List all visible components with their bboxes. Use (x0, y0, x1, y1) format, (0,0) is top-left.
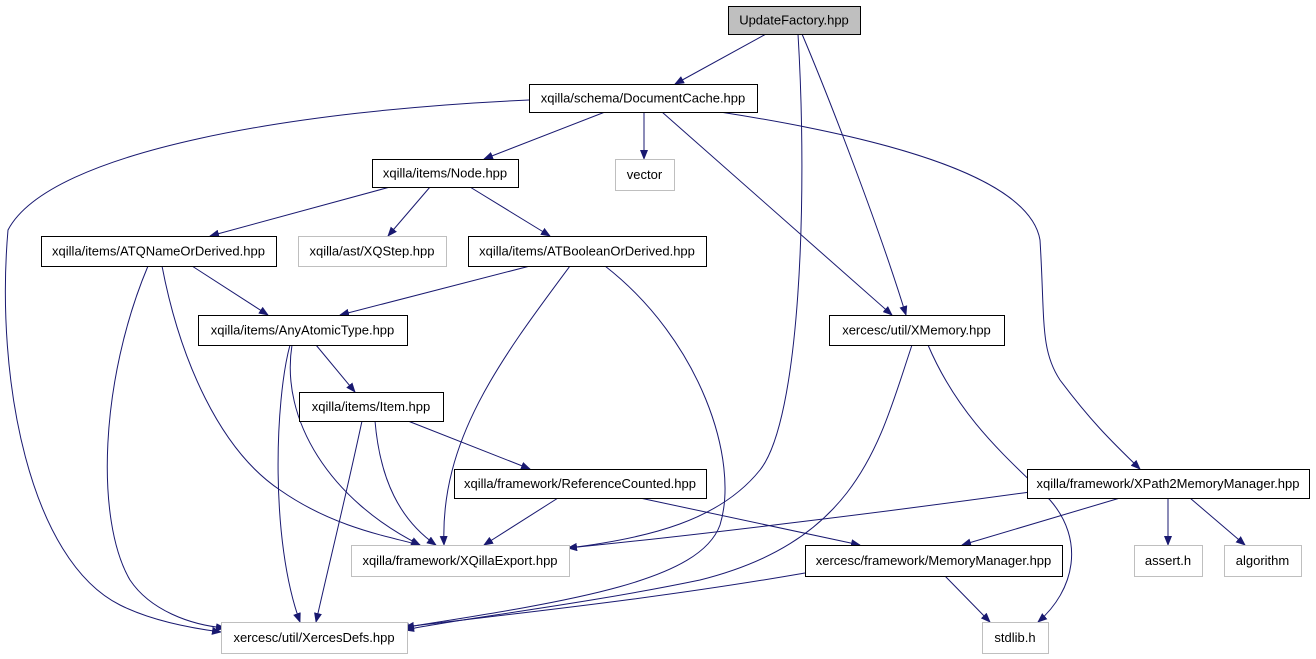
node-xqstep[interactable]: xqilla/ast/XQStep.hpp (298, 236, 447, 267)
node-label-refcount: xqilla/framework/ReferenceCounted.hpp (464, 476, 696, 491)
node-anyatomic[interactable]: xqilla/items/AnyAtomicType.hpp (198, 315, 408, 346)
edge-atbool-to-xqillaexport (439, 265, 571, 546)
edge-doccache-to-xmemory (661, 111, 893, 316)
node-label-root: UpdateFactory.hpp (739, 13, 849, 28)
node-doccache[interactable]: xqilla/schema/DocumentCache.hpp (529, 84, 758, 113)
edge-xpath2mm-to-memmgr (961, 497, 1121, 547)
node-label-xmemory: xercesc/util/XMemory.hpp (842, 323, 991, 338)
node-atbool[interactable]: xqilla/items/ATBooleanOrDerived.hpp (468, 236, 707, 267)
node-label-item: xqilla/items/Item.hpp (312, 399, 431, 414)
node-item[interactable]: xqilla/items/Item.hpp (299, 392, 444, 422)
node-box-xercesdefs (221, 622, 408, 654)
edge-atqname-to-xqillaexport (161, 265, 421, 547)
node-box-xqillaexport (351, 545, 570, 577)
edge-item-to-refcount (407, 420, 531, 470)
edge-node-to-atbool (469, 186, 551, 237)
node-stdlib[interactable]: stdlib.h (982, 622, 1049, 654)
edge-item-to-xercesdefs (314, 420, 363, 623)
edge-xpath2mm-to-xqillaexport (567, 491, 1031, 552)
edge-atbool-to-xercesdefs (399, 265, 726, 631)
node-label-vector: vector (627, 167, 663, 182)
edge-root-to-xqillaexport (567, 33, 803, 551)
node-node[interactable]: xqilla/items/Node.hpp (372, 159, 519, 188)
node-label-xercesdefs: xercesc/util/XercesDefs.hpp (233, 630, 394, 645)
node-box-memmgr (805, 545, 1063, 577)
node-box-stdlib (982, 622, 1049, 654)
edge-root-to-xmemory (801, 33, 908, 316)
node-box-refcount (454, 469, 707, 499)
node-box-asserth (1134, 545, 1203, 577)
node-label-algorithm: algorithm (1236, 553, 1289, 568)
node-box-atbool (468, 236, 707, 267)
node-vector[interactable]: vector (615, 159, 675, 191)
edge-atqname-to-xercesdefs (106, 265, 226, 632)
node-box-vector (615, 159, 675, 191)
node-algorithm[interactable]: algorithm (1224, 545, 1302, 577)
edge-refcount-to-xqillaexport (483, 497, 559, 546)
node-box-item (299, 392, 444, 422)
node-label-memmgr: xercesc/framework/MemoryManager.hpp (816, 553, 1052, 568)
node-xmemory[interactable]: xercesc/util/XMemory.hpp (829, 315, 1005, 346)
edge-atqname-to-anyatomic (191, 265, 269, 316)
node-box-xmemory (829, 315, 1005, 346)
node-memmgr[interactable]: xercesc/framework/MemoryManager.hpp (805, 545, 1063, 577)
node-xercesdefs[interactable]: xercesc/util/XercesDefs.hpp (221, 622, 408, 654)
node-label-xpath2mm: xqilla/framework/XPath2MemoryManager.hpp (1036, 476, 1299, 491)
node-label-xqstep: xqilla/ast/XQStep.hpp (309, 244, 434, 259)
edges-layer (4, 33, 1246, 635)
edge-doccache-to-xpath2mm (719, 111, 1141, 470)
edge-node-to-xqstep (387, 186, 431, 237)
edge-atbool-to-anyatomic (339, 265, 531, 317)
edge-root-to-doccache (674, 33, 767, 85)
edge-item-to-xqillaexport (374, 420, 437, 546)
node-box-root (728, 6, 861, 35)
edge-anyatomic-to-xercesdefs (277, 344, 301, 623)
edge-xmemory-to-stdlib (927, 344, 1072, 623)
node-asserth[interactable]: assert.h (1134, 545, 1203, 577)
nodes-layer: UpdateFactory.hpp xqilla/schema/DocumentC… (41, 6, 1310, 654)
edge-anyatomic-to-xqillaexport (289, 344, 421, 546)
node-xpath2mm[interactable]: xqilla/framework/XPath2MemoryManager.hpp (1027, 469, 1310, 499)
node-label-asserth: assert.h (1145, 553, 1191, 568)
node-label-atqname: xqilla/items/ATQNameOrDerived.hpp (52, 244, 265, 259)
node-root[interactable]: UpdateFactory.hpp (728, 6, 861, 35)
node-box-atqname (41, 236, 277, 267)
node-label-node: xqilla/items/Node.hpp (383, 166, 507, 181)
edge-xpath2mm-to-algorithm (1189, 497, 1246, 546)
edge-anyatomic-to-item (315, 344, 356, 393)
node-box-xpath2mm (1027, 469, 1310, 499)
node-box-anyatomic (198, 315, 408, 346)
edge-memmgr-to-xercesdefs (404, 572, 806, 630)
node-label-anyatomic: xqilla/items/AnyAtomicType.hpp (211, 323, 395, 338)
node-label-atbool: xqilla/items/ATBooleanOrDerived.hpp (479, 244, 695, 259)
node-label-xqillaexport: xqilla/framework/XQillaExport.hpp (362, 553, 557, 568)
node-box-doccache (529, 84, 758, 113)
edge-refcount-to-memmgr (639, 497, 861, 548)
edge-doccache-to-node (483, 111, 606, 160)
edge-doccache-to-xercesdefs (4, 99, 530, 635)
node-refcount[interactable]: xqilla/framework/ReferenceCounted.hpp (454, 469, 707, 499)
node-box-node (372, 159, 519, 188)
node-box-xqstep (298, 236, 447, 267)
node-label-stdlib: stdlib.h (994, 630, 1035, 645)
node-atqname[interactable]: xqilla/items/ATQNameOrDerived.hpp (41, 236, 277, 267)
node-xqillaexport[interactable]: xqilla/framework/XQillaExport.hpp (351, 545, 570, 577)
node-box-algorithm (1224, 545, 1302, 577)
edge-node-to-atqname (209, 186, 391, 238)
edge-memmgr-to-stdlib (944, 575, 991, 623)
node-label-doccache: xqilla/schema/DocumentCache.hpp (541, 91, 746, 106)
